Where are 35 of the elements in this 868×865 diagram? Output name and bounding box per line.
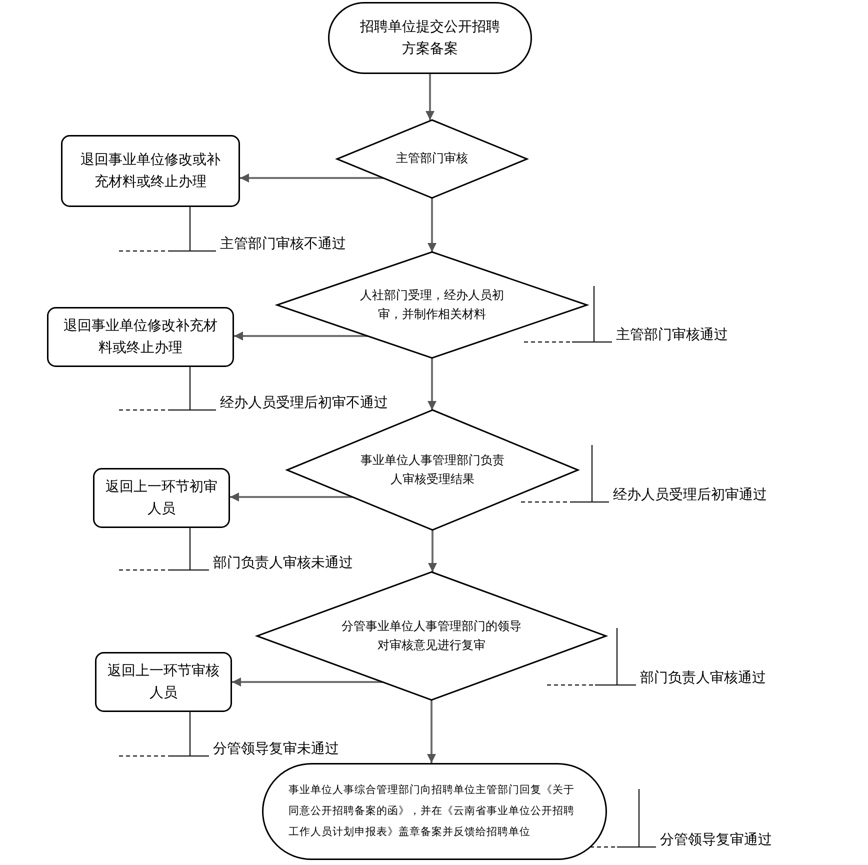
process-box: [47, 307, 234, 367]
arrow: [240, 174, 384, 182]
node-text: 退回事业单位修改补充材料或终止办理: [62, 316, 218, 358]
annotation-text: 部门负责人审核通过: [640, 670, 766, 687]
arrow: [428, 530, 437, 572]
node-text: 事业单位人事综合管理部门向招聘单位主管部门回复《关于同意公开招聘备案的函》，并在《云南省事业单位公开招聘工作人员计划申报表》盖章备案并反馈给招聘单位: [288, 783, 576, 840]
node-text: 退回事业单位修改或补充材料或终止办理: [80, 150, 222, 192]
decision-diamond: [277, 252, 587, 358]
annotation-text: 分管领导复审未通过: [213, 741, 339, 758]
node-text: 分管事业单位人事管理部门的领导对审核意见进行复审: [342, 618, 522, 654]
decision-diamond: [257, 572, 606, 700]
arrow: [234, 332, 368, 340]
process-box: [61, 135, 240, 207]
node-text: 招聘单位提交公开招聘方案备案: [359, 18, 501, 59]
annotation-text: 经办人员受理后初审通过: [613, 487, 767, 504]
annotation-text: 主管部门审核通过: [616, 327, 728, 344]
arrow: [427, 700, 436, 763]
annotation-text: 部门负责人审核未通过: [213, 555, 353, 572]
decision-diamond: [337, 120, 527, 198]
node-text: 事业单位人事管理部门负责人审核受理结果: [360, 452, 506, 488]
process-box: [93, 468, 230, 528]
decision-diamond: [287, 410, 578, 530]
annotation-text: 经办人员受理后初审不通过: [220, 395, 388, 412]
node-text: 主管部门审核: [395, 150, 469, 168]
arrow: [428, 198, 436, 252]
node-text: 返回上一环节初审人员: [106, 478, 218, 519]
arrow: [232, 678, 382, 686]
arrow: [426, 74, 434, 120]
annotation-text: 主管部门审核不通过: [220, 236, 346, 253]
node-text: 返回上一环节审核人员: [108, 662, 220, 703]
process-box: [95, 652, 232, 712]
arrow: [428, 358, 436, 410]
node-text: 人社部门受理，经办人员初审，并制作相关材料: [359, 286, 505, 323]
arrow: [230, 492, 352, 502]
annotation-text: 分管领导复审通过: [660, 832, 772, 849]
